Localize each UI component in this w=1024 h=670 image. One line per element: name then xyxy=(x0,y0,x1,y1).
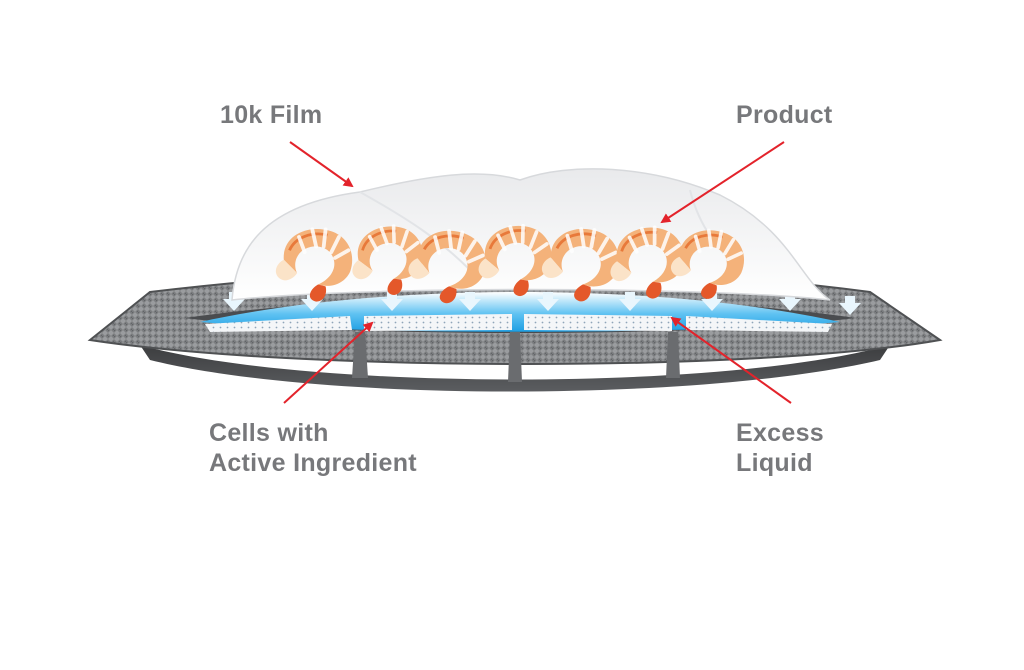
arrow-film xyxy=(289,141,354,188)
liquid-label: Excess Liquid xyxy=(736,419,824,477)
cells-label: Cells with Active Ingredient xyxy=(209,419,417,477)
tray-cell-walls xyxy=(352,332,680,382)
arrow-liquid xyxy=(670,316,792,404)
product-label: Product xyxy=(736,101,833,129)
callout-arrows xyxy=(283,141,792,404)
film-label: 10k Film xyxy=(220,101,323,129)
arrow-product xyxy=(660,141,785,224)
tray-base xyxy=(140,345,890,392)
arrow-cells xyxy=(283,321,374,404)
absorbent-cells xyxy=(205,314,832,332)
